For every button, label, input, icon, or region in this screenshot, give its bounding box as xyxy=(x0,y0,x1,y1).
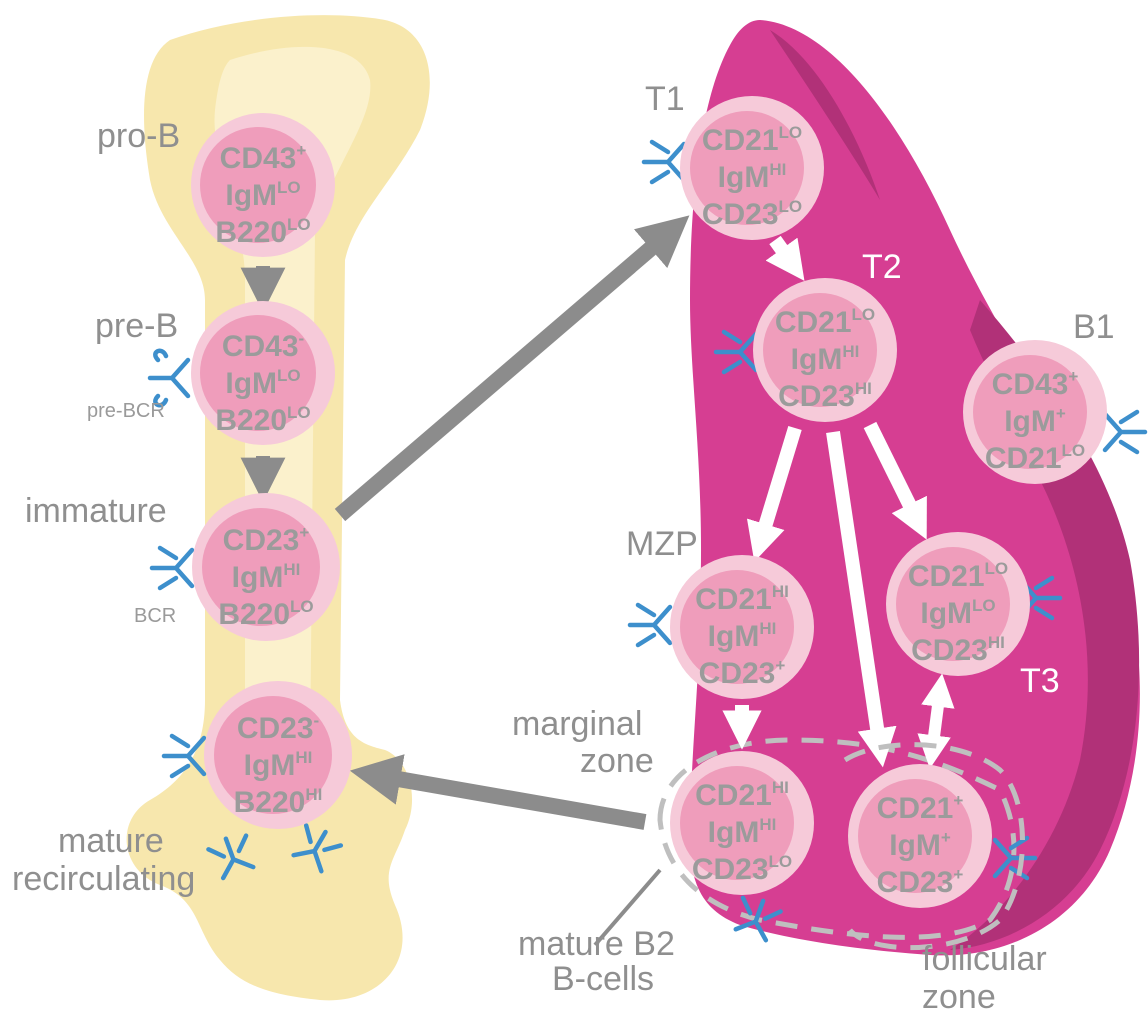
arrow-mature-b2-to-recirculating xyxy=(375,775,645,822)
cell-t3: CD21LO IgMLO CD23HI xyxy=(886,532,1030,676)
arrow-t3-fo-bidirectional xyxy=(932,690,940,752)
label-b-cells: B-cells xyxy=(552,960,654,998)
label-t2: T2 xyxy=(862,248,902,286)
label-immature: immature xyxy=(25,492,167,530)
label-pre-b: pre-B xyxy=(95,307,178,345)
marker-1: CD23+ xyxy=(223,523,310,557)
bcr-receptor-icon-mzp xyxy=(630,605,670,645)
label-mature-b2: mature B2 xyxy=(518,925,675,963)
label-t3: T3 xyxy=(1020,662,1060,700)
cell-b1: CD43+ IgM+ CD21LO xyxy=(963,340,1107,484)
label-pre-bcr: pre-BCR xyxy=(87,400,165,422)
cell-t1: CD21LO IgMHI CD23LO xyxy=(680,96,824,240)
bcr-receptor-icon-immature xyxy=(152,548,192,588)
label-mzp: MZP xyxy=(626,525,698,563)
bcr-receptor-icon-b1 xyxy=(1105,412,1145,452)
label-b1: B1 xyxy=(1073,308,1115,346)
label-bcr: BCR xyxy=(134,605,176,627)
cell-pre-b: CD43- IgMLO B220LO xyxy=(191,301,335,445)
cell-immature: CD23+ IgMHI B220LO xyxy=(192,493,340,641)
label-follicular-zone: zone xyxy=(922,978,996,1013)
label-marginal: marginal xyxy=(512,705,642,743)
cell-mature-recirculating: CD23- IgMHI B220HI xyxy=(204,681,352,829)
label-recirculating: recirculating xyxy=(12,860,195,898)
label-pro-b: pro-B xyxy=(97,117,180,155)
cell-pro-b: CD43+ IgMLO B220LO xyxy=(191,113,335,257)
cell-t2: CD21LO IgMHI CD23HI xyxy=(753,278,897,422)
marker-3: CD23+ xyxy=(877,865,964,899)
label-mature: mature xyxy=(58,822,164,860)
pre-bcr-receptor-icon xyxy=(150,351,188,405)
cell-marginal-zone-b: CD21HI IgMHI CD23LO xyxy=(670,751,814,895)
marker-3: CD23+ xyxy=(699,656,786,690)
marker-1: CD43+ xyxy=(992,367,1079,401)
marker-1: CD23- xyxy=(237,711,319,745)
marker-1: CD43+ xyxy=(220,141,307,175)
cell-follicular-b: CD21+ IgM+ CD23+ xyxy=(848,764,992,908)
arrow-immature-to-t1 xyxy=(340,232,670,515)
cell-mzp: CD21HI IgMHI CD23+ xyxy=(670,555,814,699)
marker-1: CD43- xyxy=(222,329,304,363)
bcr-receptor-icon-t1 xyxy=(644,142,684,182)
label-follicular: follicular xyxy=(922,940,1047,978)
marker-1: CD21+ xyxy=(877,791,964,825)
label-marginal-zone: zone xyxy=(580,742,654,780)
label-t1: T1 xyxy=(645,80,685,118)
